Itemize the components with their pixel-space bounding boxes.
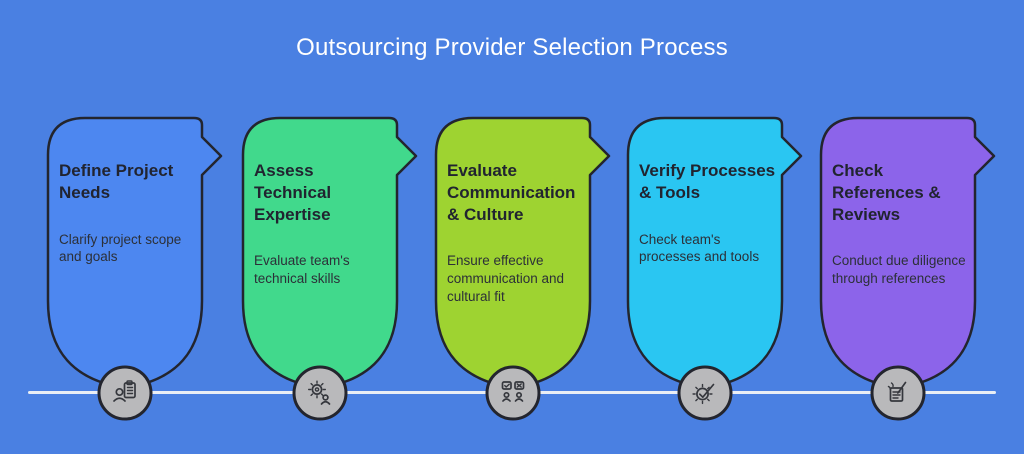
step-shape xyxy=(46,116,223,421)
gear-person-icon xyxy=(308,380,331,405)
step-title: Verify Processes & Tools xyxy=(639,161,776,202)
step-title: Evaluate Communication & Culture xyxy=(447,161,576,224)
step-card-check-references-reviews: Check References & Reviews Conduct due d… xyxy=(818,116,998,426)
person-clipboard-icon xyxy=(113,380,136,402)
step-shape xyxy=(434,116,611,421)
step-badge xyxy=(677,365,733,421)
step-card-evaluate-communication-culture: Evaluate Communication & Culture Ensure … xyxy=(433,116,613,426)
step-description: Clarify project scope and goals xyxy=(59,231,182,265)
step-shape xyxy=(626,116,803,421)
gear-check-icon xyxy=(692,383,715,405)
step-description: Conduct due diligence through references xyxy=(832,253,966,287)
step-title: Define Project Needs xyxy=(59,161,174,202)
step-title: Check References & Reviews xyxy=(832,161,941,224)
document-review-icon xyxy=(887,381,907,402)
people-chat-icon xyxy=(501,381,525,402)
step-description: Ensure effective communication and cultu… xyxy=(447,253,565,304)
step-description: Check team's processes and tools xyxy=(639,231,760,265)
step-title: Assess Technical Expertise xyxy=(254,161,332,224)
step-card-define-project-needs: Define Project Needs Clarify project sco… xyxy=(45,116,225,426)
step-card-assess-technical-expertise: Assess Technical Expertise Evaluate team… xyxy=(240,116,420,426)
step-description: Evaluate team's technical skills xyxy=(254,253,350,287)
step-badge xyxy=(485,365,541,421)
step-shape xyxy=(241,116,418,421)
page-title: Outsourcing Provider Selection Process xyxy=(296,34,728,61)
step-shape xyxy=(819,116,996,421)
step-card-verify-processes-tools: Verify Processes & Tools Check team's pr… xyxy=(625,116,805,426)
